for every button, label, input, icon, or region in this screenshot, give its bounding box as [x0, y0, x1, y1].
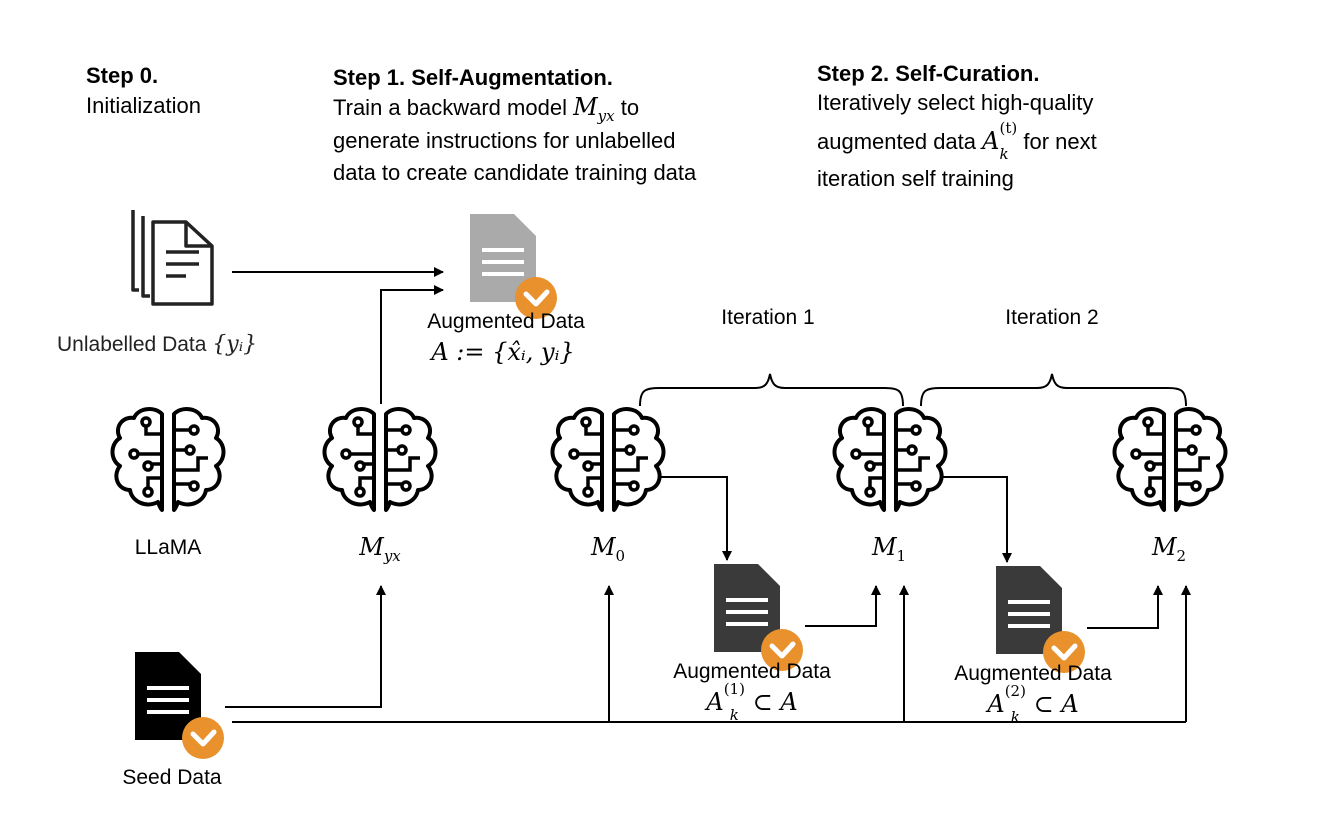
- step2-line2-text: augmented data: [817, 129, 977, 154]
- m0-to-aug1-arrow: [660, 476, 732, 561]
- augmented-data-main-math: A := {x̂ᵢ, yᵢ}: [431, 338, 575, 366]
- myx-to-augmented-arrow: [380, 285, 444, 404]
- augmented-data-1-label: Augmented Data: [673, 660, 831, 683]
- step0-desc: Initialization: [86, 93, 201, 118]
- connectors: [225, 267, 1191, 723]
- iteration2-brace: [920, 373, 1187, 407]
- llama-label: LLaMA: [134, 536, 202, 559]
- iteration1-label: Iteration 1: [721, 306, 815, 329]
- step1-myx-math: Myx: [573, 93, 615, 125]
- step2-title: Step 2. Self-Curation.: [817, 61, 1040, 86]
- m2-model-icon: [1112, 407, 1228, 512]
- step1-line1-text: Train a backward model: [333, 95, 567, 120]
- seed-data-icon: [135, 652, 224, 759]
- step1-line2: generate instructions for unlabelled: [333, 128, 676, 153]
- step2-line1: Iteratively select high-quality: [817, 90, 1094, 115]
- step1-line1: Train a backward model Myx to: [333, 90, 639, 133]
- llama-model-icon: [110, 407, 226, 512]
- m0-model-icon: [550, 407, 666, 512]
- aug1-to-m1-arrow: [805, 585, 881, 627]
- step2-akt-math: A(t)k: [982, 118, 1018, 163]
- augmented-data-2-icon: [996, 566, 1085, 673]
- m0-label: M0: [590, 533, 626, 565]
- m1-model-icon: [832, 407, 948, 512]
- augmented-data-main-icon: [470, 214, 557, 319]
- augmented-data-2-label: Augmented Data: [954, 662, 1112, 685]
- augmented-data-1-icon: [714, 564, 803, 671]
- augmented-data-main-label: Augmented Data: [427, 310, 585, 333]
- m2-label: M2: [1151, 533, 1187, 565]
- myx-model-icon: [322, 407, 438, 512]
- m1-label: M1: [871, 533, 907, 565]
- step2-line2-post: for next: [1023, 129, 1097, 154]
- augmented-data-1-math: A(1)k ⊂ A: [706, 679, 798, 724]
- step1-line3: data to create candidate training data: [333, 160, 697, 185]
- step2-line2: augmented data A(t)k for next: [817, 118, 1097, 163]
- augmented-data-2-math: A(2)k ⊂ A: [987, 681, 1079, 726]
- step0-title: Step 0.: [86, 63, 159, 88]
- aug2-to-m2-arrow: [1087, 585, 1163, 629]
- step2-line3: iteration self training: [817, 166, 1014, 191]
- unlabelled-data-icon: [131, 210, 214, 306]
- seed-data-label: Seed Data: [122, 766, 222, 789]
- myx-label: Myx: [359, 533, 401, 565]
- unlabelled-data-label: Unlabelled Data {yᵢ}: [57, 332, 258, 357]
- seed-to-myx-arrow: [225, 585, 386, 708]
- step1-line1-post: to: [620, 95, 640, 120]
- unlabelled-data-math: {yᵢ}: [212, 332, 258, 357]
- m1-to-aug2-arrow: [942, 476, 1012, 563]
- iteration2-label: Iteration 2: [1005, 306, 1099, 329]
- step1-title: Step 1. Self-Augmentation.: [333, 65, 613, 90]
- iteration1-brace: [639, 373, 904, 407]
